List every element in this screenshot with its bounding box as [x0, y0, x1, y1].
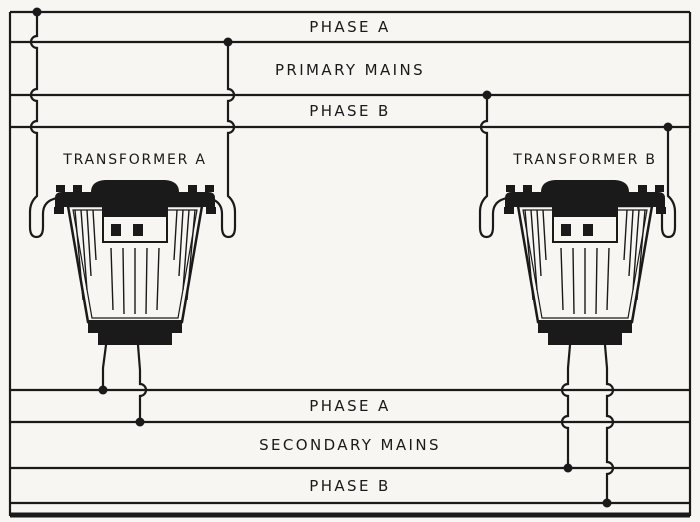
- label-primary-mains: PRIMARY MAINS: [275, 61, 425, 79]
- connection-dot-a-primary-2: [223, 37, 233, 47]
- connection-dot-b-primary-1: [482, 90, 492, 100]
- connection-dot-b-secondary-1: [563, 463, 573, 473]
- label-transformer-b: TRANSFORMER B: [512, 152, 657, 168]
- connection-dot-b-secondary-2: [602, 498, 612, 508]
- transformer-b-secondary-lead-2: [603, 343, 615, 505]
- transformer-b-secondary-lead-1: [560, 343, 572, 470]
- label-secondary-mains: SECONDARY MAINS: [259, 436, 441, 454]
- transformer-a-secondary-lead-2: [136, 343, 148, 424]
- transformer-b: [502, 178, 668, 347]
- label-transformer-a: TRANSFORMER A: [62, 152, 207, 168]
- transformer-a: [52, 178, 218, 347]
- label-secondary-phase-a: PHASE A: [309, 397, 390, 415]
- connection-dot-a-secondary-2: [135, 417, 145, 427]
- transformer-a-primary-lead-2: [204, 40, 237, 239]
- connection-dot-a-secondary-1: [98, 385, 108, 395]
- connection-dot-b-primary-2: [663, 122, 673, 132]
- label-secondary-phase-b: PHASE B: [309, 477, 390, 495]
- transformer-a-primary-lead-1: [28, 10, 61, 239]
- transformer-a-secondary-lead-1: [101, 343, 108, 392]
- transformer-b-primary-lead-1: [478, 93, 511, 239]
- label-primary-phase-b: PHASE B: [309, 102, 390, 120]
- label-primary-phase-a: PHASE A: [309, 18, 390, 36]
- connection-dot-a-primary-1: [32, 7, 42, 17]
